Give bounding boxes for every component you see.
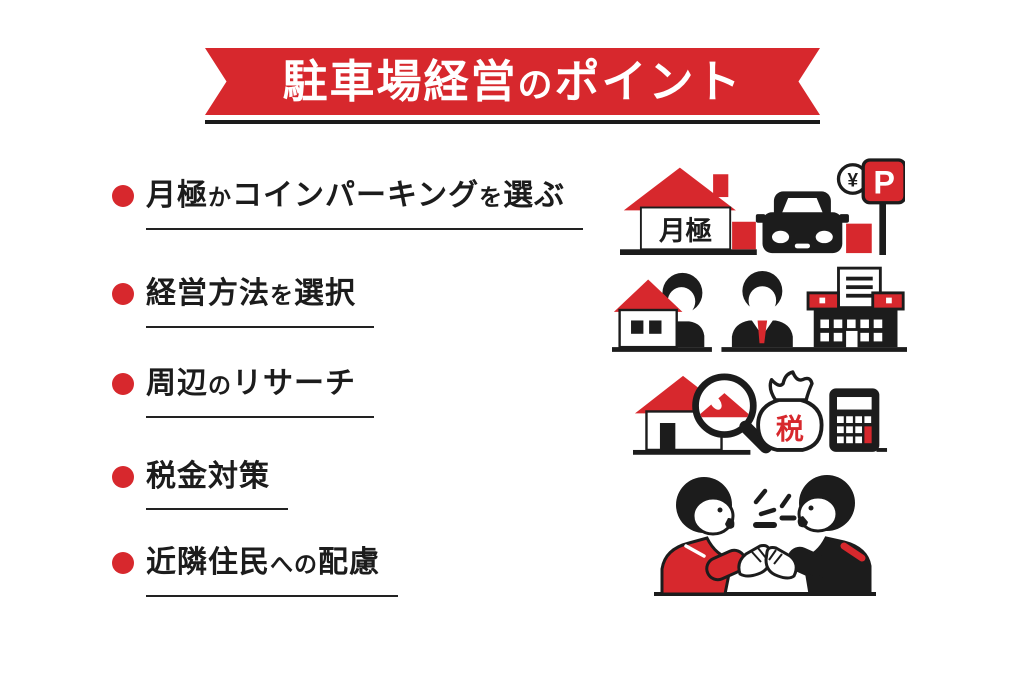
point-label-1: 月極かコインパーキングを選ぶ: [146, 178, 584, 230]
talking-person-right-icon: [764, 475, 872, 596]
point-label-4: 税金対策: [146, 459, 288, 510]
bullet-dot: [112, 552, 134, 574]
parking-block: [846, 223, 872, 254]
businessman-icon: [731, 270, 793, 348]
bullet-dot: [112, 185, 134, 207]
point-item-1: 月極かコインパーキングを選ぶ: [112, 178, 584, 230]
svg-text:税: 税: [776, 412, 804, 444]
homeowner-icon: [613, 272, 705, 349]
svg-text:月極: 月極: [658, 216, 712, 246]
tax-bag-icon: 税: [756, 370, 824, 452]
illustration-neighbors-talking: [648, 466, 883, 598]
speech-marks-icon: [753, 488, 797, 528]
parking-sign-icon: P: [861, 158, 905, 255]
svg-text:¥: ¥: [847, 171, 858, 192]
page-title: 駐車場経営のポイント: [282, 56, 743, 107]
point-label-2: 経営方法を選択: [146, 276, 374, 328]
point-item-5: 近隣住民への配慮: [112, 545, 398, 597]
illustration-monthly-vs-coin-parking: 月極 ¥ P: [620, 155, 905, 260]
point-label-3: 周辺のリサーチ: [146, 366, 374, 418]
bullet-dot: [112, 466, 134, 488]
point-item-4: 税金対策: [112, 459, 288, 510]
bullet-dot: [112, 283, 134, 305]
title-ribbon: 駐車場経営のポイント: [205, 48, 820, 115]
bullet-dot: [112, 373, 134, 395]
illustration-management-method: [612, 266, 907, 354]
office-building-icon: [806, 266, 905, 348]
point-item-3: 周辺のリサーチ: [112, 366, 374, 418]
header-divider: [205, 120, 820, 124]
calculator-icon: [829, 388, 888, 452]
point-item-2: 経営方法を選択: [112, 276, 374, 328]
svg-text:P: P: [873, 164, 895, 200]
illustration-research-and-tax: 税: [633, 363, 888, 458]
point-label-5: 近隣住民への配慮: [146, 545, 398, 597]
car-icon: [755, 191, 849, 254]
monthly-parking-house-icon: 月極: [620, 167, 757, 255]
talking-person-left-icon: [660, 477, 772, 596]
